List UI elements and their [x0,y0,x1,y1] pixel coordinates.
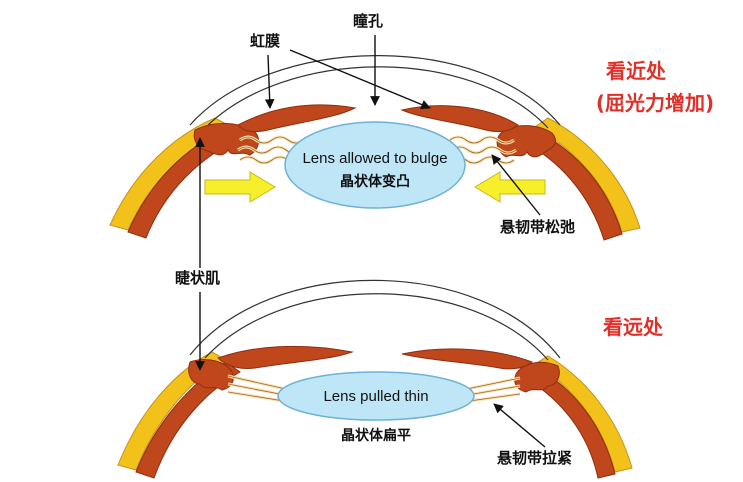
near-arrow-left [204,171,276,203]
pupil-label: 瞳孔 [353,12,383,30]
near-arrow-right [474,171,546,203]
far-title: 看远处 [603,315,664,339]
near-cornea-inner [204,66,549,129]
zonule-tight-label: 悬韧带拉紧 [497,449,572,467]
far-iris-right [401,348,534,370]
ciliary-muscle-label: 睫状肌 [175,269,220,287]
zonule-relaxed-arrow [491,154,541,216]
near-subtitle: (屈光力增加) [596,91,714,115]
near-iris-right [400,105,519,133]
iris-arrow-2 [289,49,431,110]
near-sclera-right [534,117,641,233]
zonule-tight-arrow [493,403,546,448]
far-lens-en: Lens pulled thin [323,388,428,405]
near-title: 看近处 [606,59,667,83]
near-lens-en: Lens allowed to bulge [302,150,447,167]
far-lens [277,371,475,421]
iris-label: 虹膜 [250,32,280,50]
far-cornea-outer [189,279,561,359]
far-iris-left [217,345,354,369]
near-lens-cn: 晶状体变凸 [340,173,410,190]
near-eye: Lens allowed to bulge 晶状体变凸 [109,55,641,241]
near-iris-left [237,104,357,133]
far-lens-cn: 晶状体扁平 [341,427,411,444]
zonule-relaxed-label: 悬韧带松弛 [500,218,575,236]
iris-arrow [264,54,275,109]
far-cornea-inner [204,293,549,361]
near-lens [284,121,466,209]
